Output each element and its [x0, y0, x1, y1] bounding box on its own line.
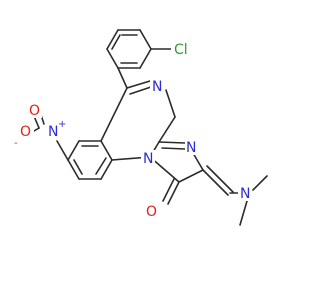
carbonyl-oxygen-label: O	[146, 204, 157, 220]
bond	[252, 175, 268, 191]
nitro-single-oxygen-label: O	[20, 124, 31, 140]
nitro-oxygen-charge: -	[14, 138, 18, 149]
bond	[33, 127, 40, 132]
bond	[56, 140, 69, 161]
bond	[178, 169, 204, 183]
bond	[117, 67, 128, 89]
imidazole-nitrogen-label: N	[186, 140, 196, 156]
bond	[139, 48, 152, 69]
bond	[111, 34, 121, 50]
bond	[202, 169, 229, 196]
bond	[206, 165, 234, 193]
bond	[95, 157, 107, 175]
molecule-structure-diagram: Cl N N N N O N + O O -	[14, 29, 268, 226]
nitro-double-oxygen-label: O	[29, 103, 40, 119]
bond	[67, 140, 80, 161]
bond-lines	[33, 29, 268, 226]
bond	[100, 87, 128, 142]
nitro-nitrogen-charge: +	[58, 119, 66, 130]
bond	[139, 29, 152, 50]
bond	[167, 181, 180, 205]
bond	[162, 178, 175, 202]
bond	[161, 147, 186, 150]
bond	[192, 152, 204, 171]
bond	[158, 141, 186, 144]
bond	[73, 159, 83, 175]
chlorine-label: Cl	[174, 42, 188, 58]
bond	[100, 140, 113, 161]
ring-nitrogen-label: N	[143, 151, 153, 167]
nitro-nitrogen-label: N	[48, 124, 58, 140]
atom-labels: Cl N N N N O N + O O -	[14, 40, 252, 220]
imine-nitrogen-label: N	[152, 79, 162, 95]
bond	[239, 200, 248, 226]
bond	[106, 29, 119, 50]
bond	[129, 86, 152, 95]
bond	[165, 89, 176, 118]
bond	[100, 159, 113, 180]
bond	[106, 48, 119, 69]
bond	[126, 80, 151, 89]
dimethylamino-nitrogen-label: N	[240, 186, 250, 202]
bond	[67, 159, 80, 180]
bond	[158, 116, 176, 143]
